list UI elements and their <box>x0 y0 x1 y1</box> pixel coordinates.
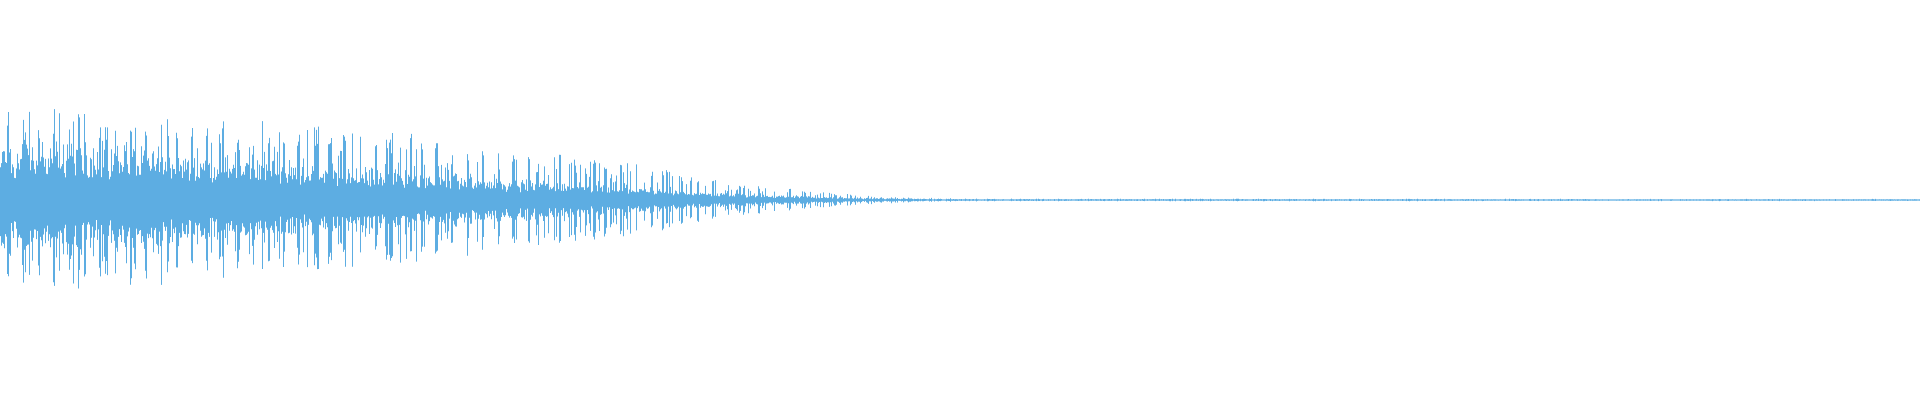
waveform-bars <box>0 109 1920 289</box>
